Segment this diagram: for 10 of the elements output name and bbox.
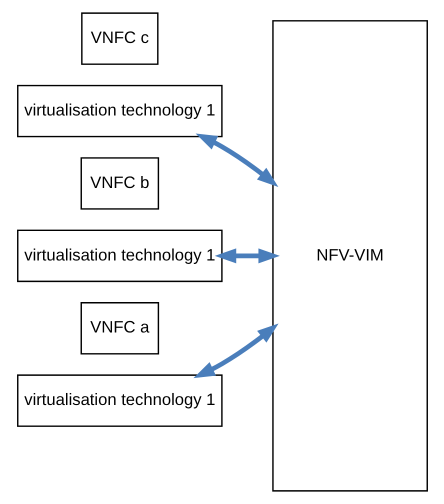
node-box: VNFC c [80,12,158,65]
node-box: NFV-VIM [272,20,428,492]
node-box: virtualisation technology 1 [16,374,222,427]
arrow [192,323,278,378]
node-box: VNFC b [80,157,159,210]
arrow [195,134,278,188]
node-box: VNFC a [80,302,159,354]
node-box: virtualisation technology 1 [16,230,222,282]
node-box: virtualisation technology 1 [16,84,222,138]
arrow [214,248,280,264]
